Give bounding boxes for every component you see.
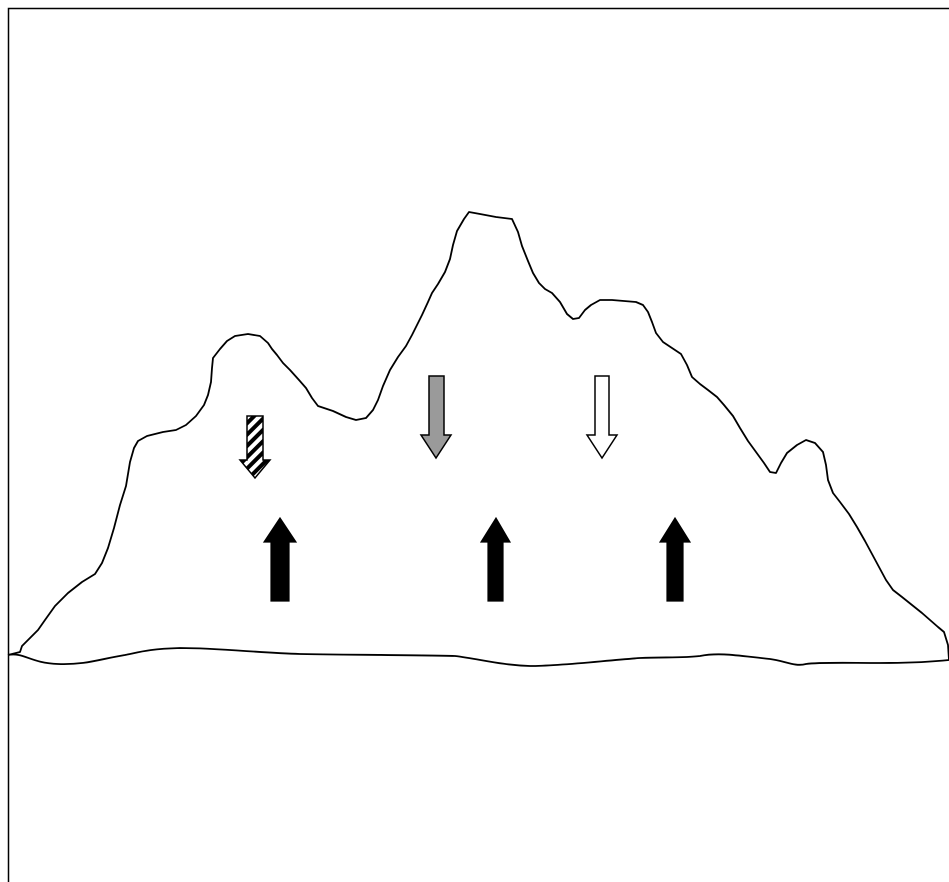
black-up-arrow-left: [262, 516, 298, 602]
white-down-arrow: [585, 375, 619, 460]
mountain-outline: [7, 211, 949, 661]
diagram-frame: [7, 7, 949, 882]
black-up-arrow-middle: [479, 516, 512, 602]
gray-down-arrow: [419, 375, 453, 460]
hatched-down-arrow: [238, 415, 272, 480]
black-up-arrow-right: [658, 516, 692, 602]
ground-line: [7, 647, 949, 667]
